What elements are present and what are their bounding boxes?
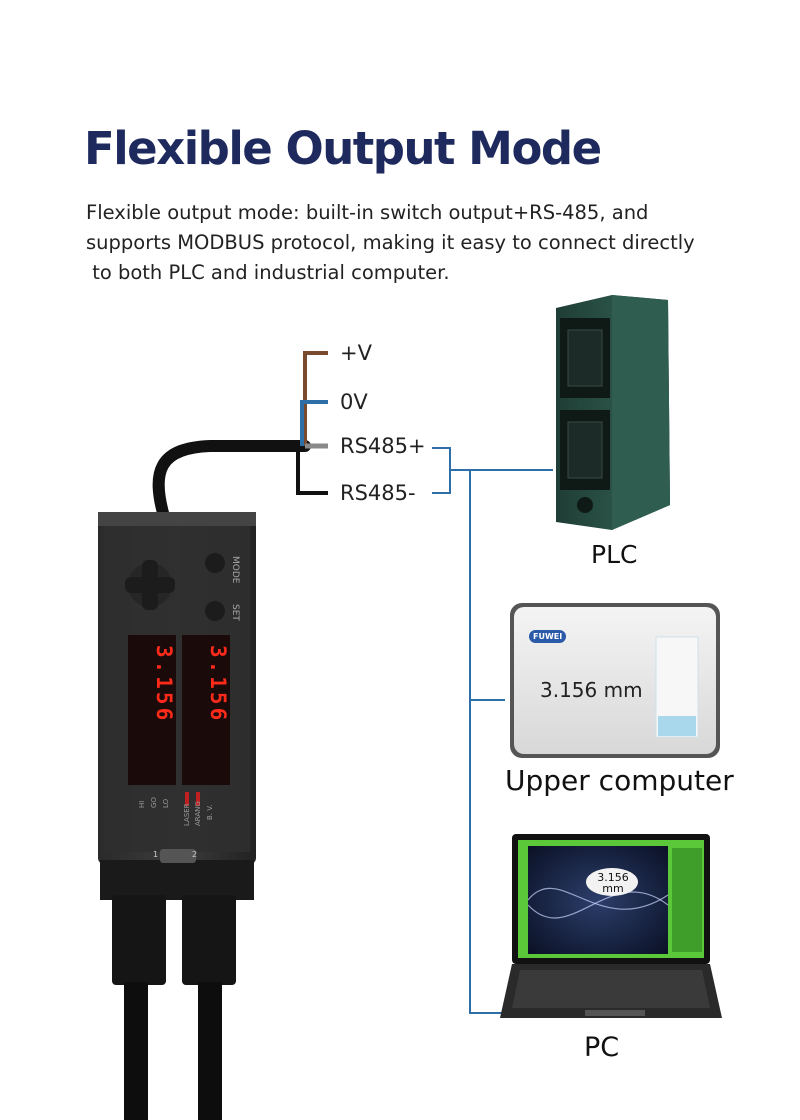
mode-button[interactable]: MODE	[230, 556, 240, 584]
upper-computer-reading: 3.156 mm	[540, 678, 643, 702]
description-line: supports MODBUS protocol, making it easy…	[86, 231, 695, 254]
wire-blue	[300, 400, 328, 446]
port-label-2: 2	[192, 850, 198, 859]
upper-computer-brand-logo: FUWEI	[529, 630, 567, 643]
pc-laptop	[500, 834, 722, 1018]
plc-device	[556, 295, 670, 530]
led-laser-label: LASER	[183, 803, 191, 826]
pc-reading: 3.156 mm	[590, 872, 636, 894]
description-line: to both PLC and industrial computer.	[86, 261, 450, 284]
wire-brown	[303, 351, 328, 446]
rs485-bracket	[432, 447, 451, 494]
description: Flexible output mode: built-in switch ou…	[86, 198, 746, 288]
port-label-1: 1	[153, 850, 159, 859]
wire-label-plus-v: +V	[340, 341, 372, 365]
led-bv-label: B. V.	[206, 804, 214, 820]
description-line: Flexible output mode: built-in switch ou…	[86, 201, 649, 224]
display-right: 3.156	[206, 645, 230, 724]
plc-caption: PLC	[591, 540, 638, 569]
pc-reading-value: 3.156	[597, 871, 629, 884]
led-hi-label: HI	[138, 800, 146, 808]
sensor-device	[98, 512, 256, 1120]
pc-reading-unit: mm	[602, 882, 624, 895]
led-arang-label: ARANG	[194, 801, 202, 826]
pc-caption: PC	[584, 1032, 620, 1063]
wire-label-0v: 0V	[340, 390, 368, 414]
led-go-label: GO	[150, 797, 158, 808]
led-lo-label: LO	[162, 798, 170, 808]
set-button[interactable]: SET	[230, 604, 240, 621]
upper-computer-caption: Upper computer	[505, 764, 734, 797]
sensor-cable	[152, 440, 311, 526]
display-left: 3.156	[152, 645, 176, 724]
wire-black	[296, 446, 328, 495]
bus-line	[450, 469, 553, 1014]
wire-label-rs485-plus: RS485+	[340, 434, 426, 458]
wire-label-rs485-minus: RS485-	[340, 481, 416, 505]
page-title: Flexible Output Mode	[84, 122, 602, 175]
